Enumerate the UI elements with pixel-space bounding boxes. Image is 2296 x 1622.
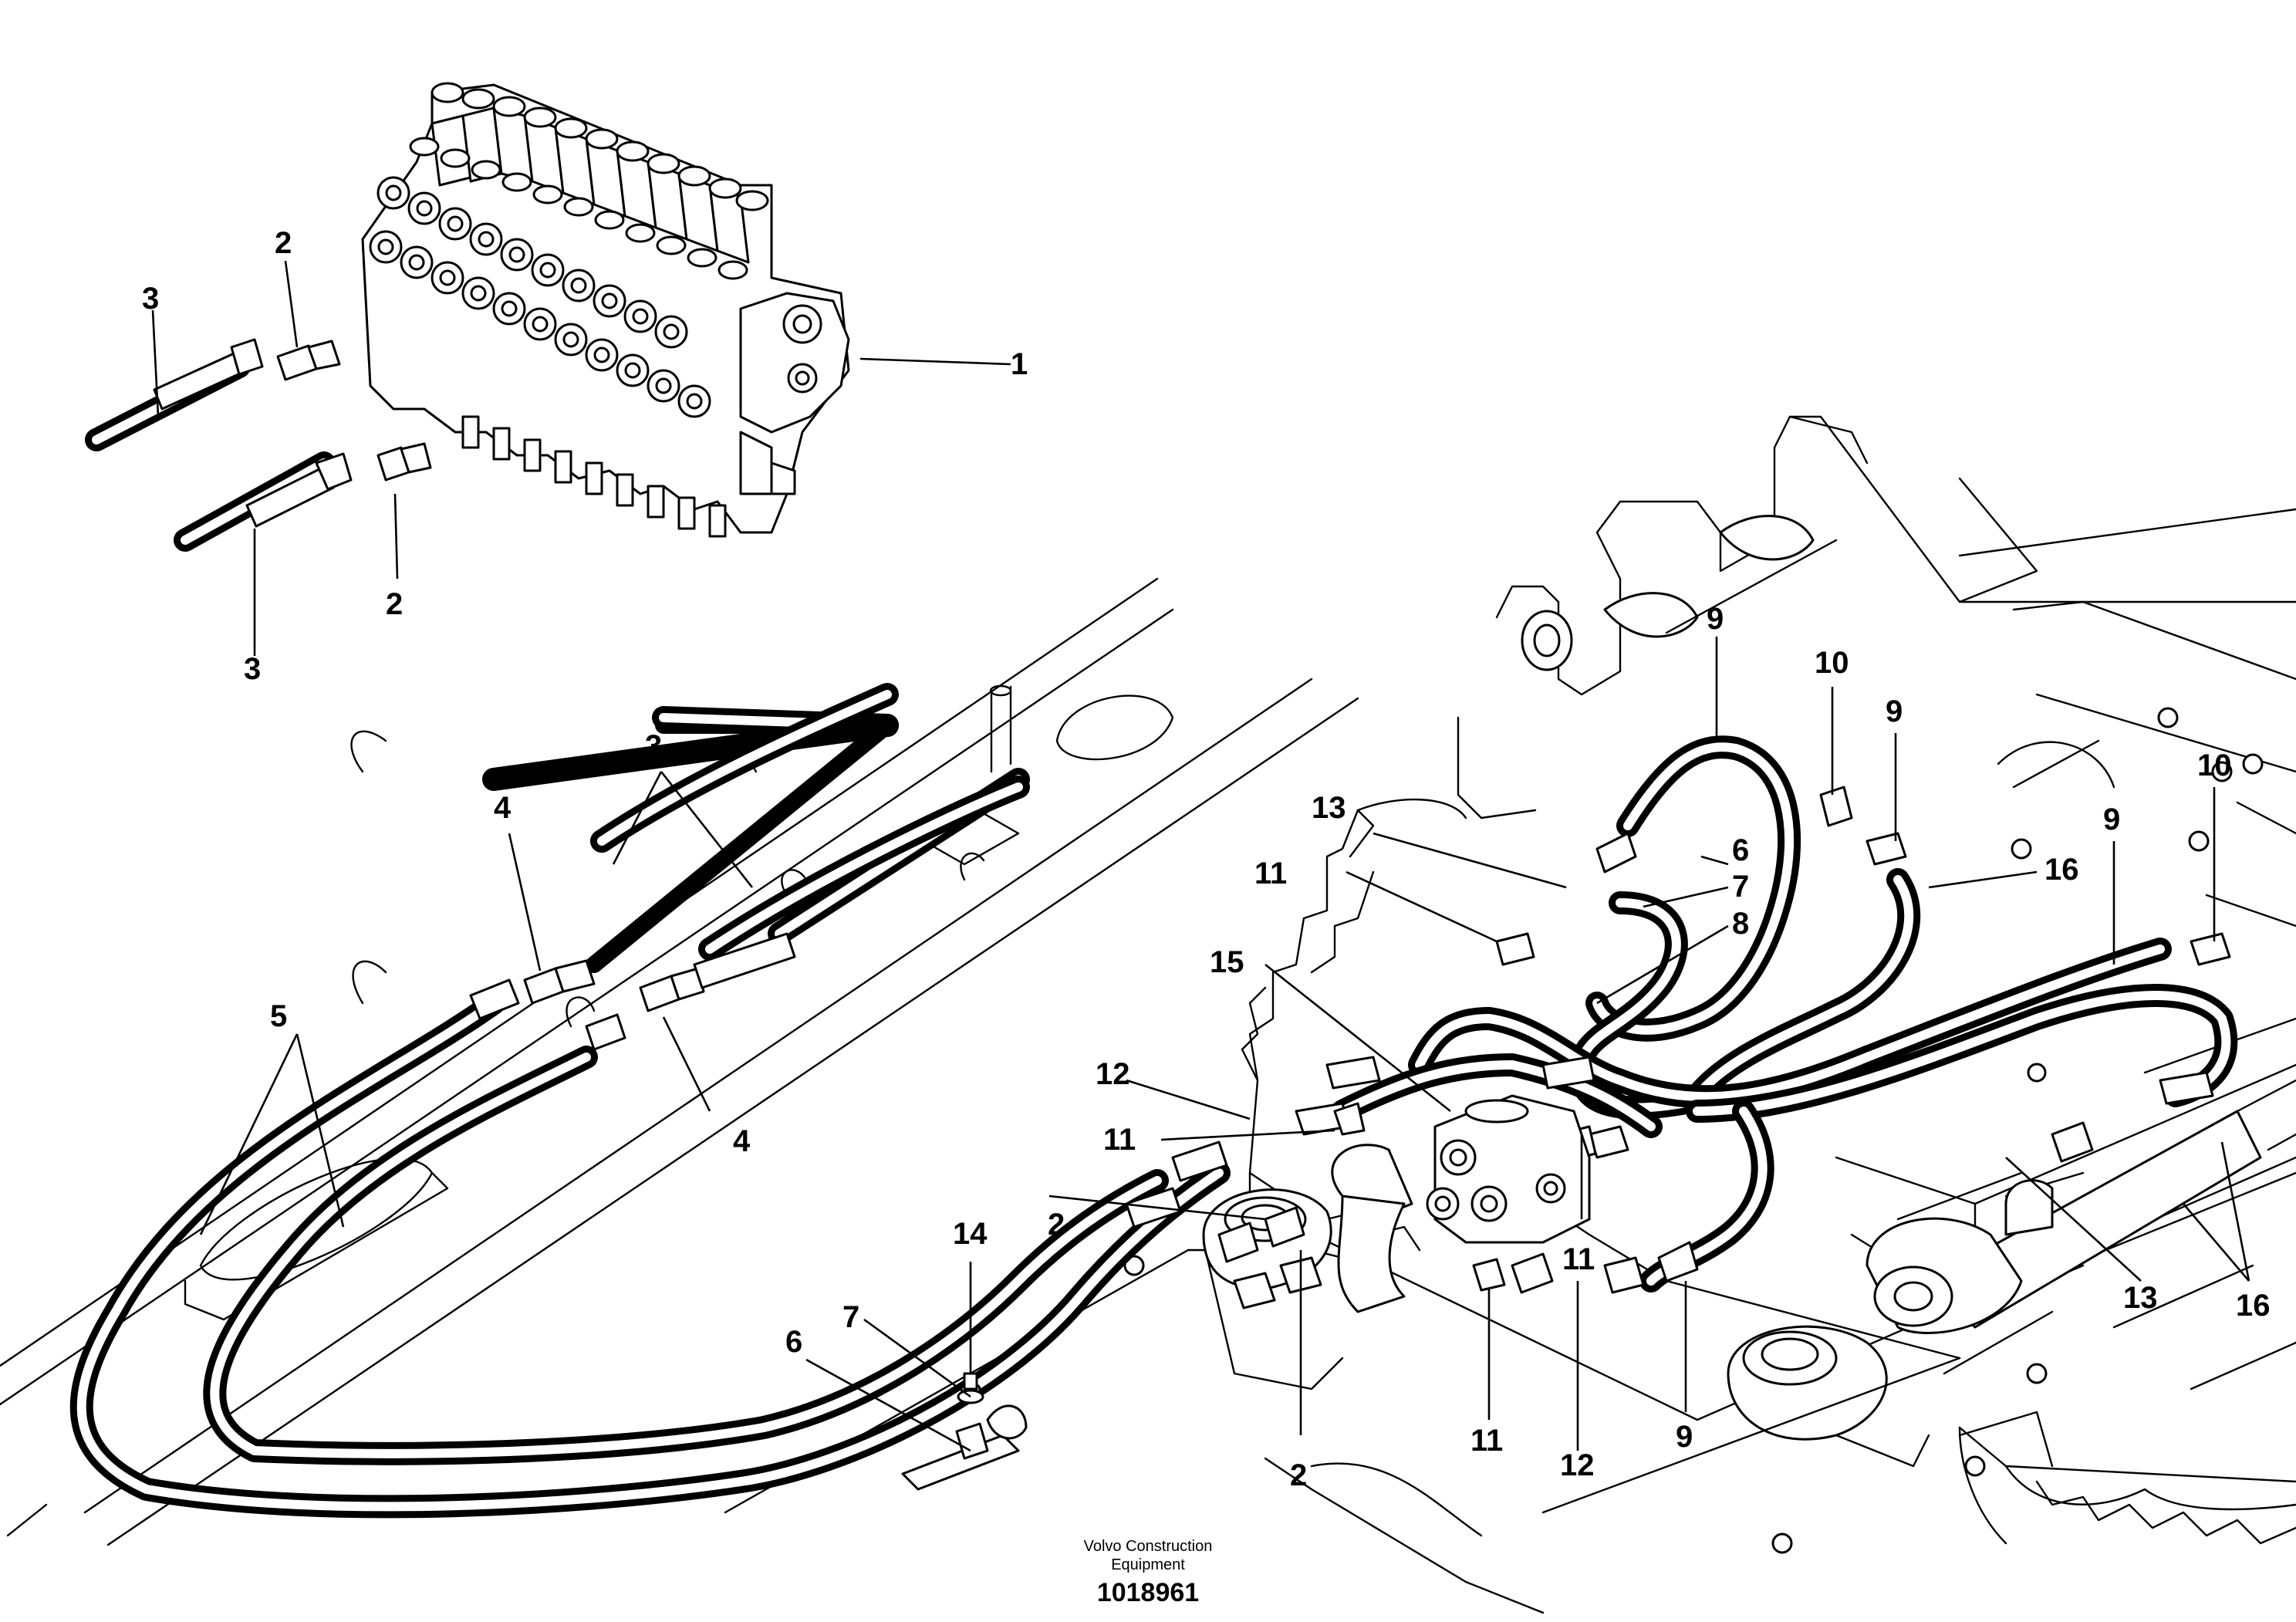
callout-2-right-lower: 2 — [1290, 1458, 1307, 1492]
caption: Volvo Construction Equipment 1018961 — [1084, 1538, 1213, 1607]
callout-13-cylinder: 13 — [2123, 1281, 2158, 1315]
callout-14: 14 — [953, 1217, 988, 1251]
callout-11-middle: 11 — [1103, 1123, 1136, 1157]
callout-2-upper: 2 — [275, 226, 292, 260]
hoses — [69, 338, 2238, 1519]
leader-lines — [151, 260, 2250, 1452]
callout-16-upper: 16 — [2044, 853, 2079, 887]
callout-2-middle: 2 — [386, 587, 403, 621]
valve-block — [361, 82, 850, 538]
callout-7-lower: 7 — [842, 1300, 859, 1334]
callout-6-upper: 6 — [1732, 833, 1749, 867]
callout-4-right: 4 — [733, 1124, 751, 1158]
callout-11-upper: 11 — [1254, 857, 1287, 890]
callout-8: 8 — [1732, 907, 1749, 941]
callout-10-right: 10 — [2197, 748, 2232, 782]
callout-12-left: 12 — [1096, 1057, 1130, 1091]
callout-9-right: 9 — [2103, 803, 2120, 836]
callout-4-left: 4 — [494, 791, 512, 825]
callout-3-frame: 3 — [645, 729, 662, 763]
callout-5: 5 — [270, 999, 287, 1033]
cylinder-right — [1866, 1079, 2296, 1334]
inlet-section — [739, 292, 850, 495]
caption-company: Volvo Construction — [1084, 1538, 1213, 1555]
callout-9-bottom: 9 — [1676, 1420, 1693, 1454]
callout-labels: 1 2 2 2 2 3 3 3 4 4 5 6 7 14 13 6 7 8 9 … — [142, 226, 2271, 1492]
caption-company-line2: Equipment — [1111, 1556, 1185, 1573]
valve-caps — [409, 82, 769, 280]
callout-12-bottom: 12 — [1560, 1448, 1595, 1482]
callout-3-upper: 3 — [142, 282, 159, 316]
callout-7-upper: 7 — [1732, 870, 1749, 904]
fittings — [276, 340, 2231, 1491]
callout-10-top: 10 — [1815, 646, 1849, 680]
drawing-number: 1018961 — [1097, 1578, 1199, 1607]
valve-ports — [369, 176, 711, 418]
callout-16-lower: 16 — [2236, 1289, 2271, 1323]
callout-13-upper: 13 — [1312, 791, 1346, 825]
valve-spools — [461, 415, 727, 538]
callout-3-lower: 3 — [244, 652, 261, 686]
callout-1: 1 — [1011, 347, 1028, 381]
callout-6-lower: 6 — [785, 1325, 802, 1359]
callout-11-bottom: 11 — [1470, 1424, 1503, 1458]
callout-9-right-upper: 9 — [1886, 694, 1903, 728]
callout-15: 15 — [1210, 945, 1244, 979]
callout-11-lower: 11 — [1562, 1242, 1595, 1276]
callout-9-top: 9 — [1707, 602, 1724, 636]
callout-2-right-upper: 2 — [1048, 1208, 1065, 1242]
